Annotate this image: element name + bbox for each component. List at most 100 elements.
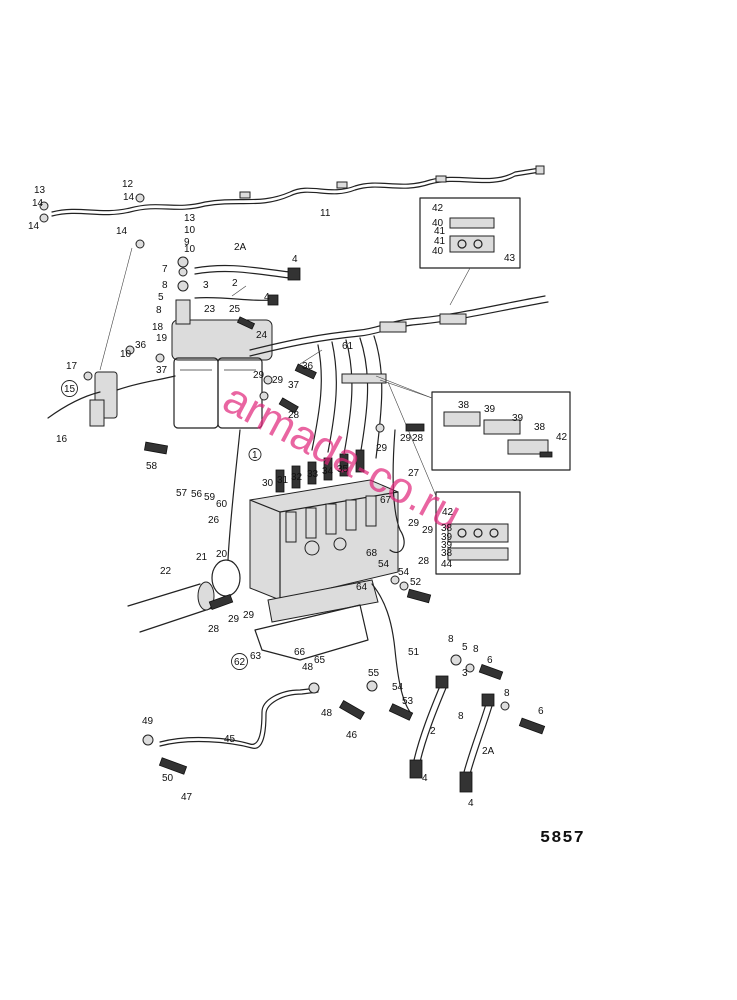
pipe-22 — [127, 559, 241, 633]
part-callout-4: 4 — [422, 773, 428, 784]
part-callout-28: 28 — [288, 410, 300, 421]
part-callout-39: 39 — [484, 404, 496, 415]
part-callout-40: 40 — [432, 246, 444, 257]
part-callout-29: 29 — [422, 525, 434, 536]
fuel-lines-26-27 — [227, 429, 405, 561]
part-callout-11: 11 — [320, 208, 331, 219]
part-callout-63: 63 — [250, 651, 262, 662]
part-callout-4: 4 — [468, 798, 474, 809]
part-callout-17: 17 — [66, 361, 78, 372]
leader-lines — [99, 247, 433, 399]
part-callout-42: 42 — [556, 432, 568, 443]
part-callout-62: 62 — [234, 657, 246, 668]
part-callout-61: 61 — [342, 341, 354, 352]
part-callout-29: 29 — [243, 610, 255, 621]
part-callout-28: 28 — [208, 624, 220, 635]
part-callout-29: 29 — [376, 443, 388, 454]
part-callout-15: 15 — [64, 384, 76, 395]
part-callout-25: 25 — [229, 304, 241, 315]
part-callout-14: 14 — [116, 226, 128, 237]
hand-primer-pump — [47, 371, 176, 427]
part-callout-9: 9 — [184, 237, 190, 248]
part-callout-4: 4 — [292, 254, 298, 265]
part-callout-14: 14 — [28, 221, 40, 232]
part-callout-21: 21 — [196, 552, 208, 563]
part-callout-54: 54 — [398, 567, 410, 578]
part-callout-12: 12 — [122, 179, 134, 190]
part-callout-44: 44 — [441, 559, 453, 570]
part-callout-40: 40 — [432, 218, 444, 229]
part-callout-31: 31 — [277, 475, 289, 486]
part-callout-8: 8 — [448, 634, 454, 645]
part-callout-48: 48 — [321, 708, 333, 719]
part-callout-42: 42 — [432, 203, 444, 214]
part-callout-35: 35 — [337, 464, 349, 475]
part-callout-29: 29 — [408, 518, 420, 529]
part-callout-29: 29 — [228, 614, 240, 625]
part-callout-54: 54 — [392, 682, 404, 693]
fuel-line-51 — [371, 583, 411, 713]
part-callout-38: 38 — [458, 400, 470, 411]
part-callout-16: 16 — [56, 434, 68, 445]
part-callout-50: 50 — [162, 773, 174, 784]
part-callout-41: 41 — [434, 226, 446, 237]
part-callout-38: 38 — [534, 422, 546, 433]
part-callout-39: 39 — [441, 540, 453, 551]
hose-2a-top — [194, 264, 301, 281]
part-callout-37: 37 — [156, 365, 168, 376]
part-callout-39: 39 — [512, 413, 524, 424]
part-callout-56: 56 — [191, 489, 203, 500]
injector-pipe-bundle — [249, 295, 549, 459]
plate-number: 5857 — [540, 829, 585, 848]
part-callout-2: 2 — [430, 726, 436, 737]
part-callout-14: 14 — [32, 198, 44, 209]
part-callout-8: 8 — [504, 688, 510, 699]
part-callout-57: 57 — [176, 488, 188, 499]
part-callout-48: 48 — [302, 662, 314, 673]
part-callout-47: 47 — [181, 792, 193, 803]
callout-circle-15 — [61, 380, 78, 397]
part-callout-54: 54 — [378, 559, 390, 570]
hose-2-bottom — [409, 675, 449, 779]
part-callout-36: 36 — [135, 340, 147, 351]
part-callout-23: 23 — [204, 304, 216, 315]
part-callout-4: 4 — [264, 292, 270, 303]
part-callout-29: 29 — [253, 370, 265, 381]
clamp-detail-box-1 — [419, 197, 521, 306]
part-callout-36: 36 — [302, 361, 314, 372]
part-callout-19: 19 — [156, 333, 168, 344]
part-callout-66: 66 — [294, 647, 306, 658]
fuel-line-45 — [159, 687, 319, 749]
part-callout-38: 38 — [441, 523, 453, 534]
part-callout-6: 6 — [538, 706, 544, 717]
part-callout-46: 46 — [346, 730, 358, 741]
part-callout-33: 33 — [307, 469, 319, 480]
part-callout-3: 3 — [203, 280, 209, 291]
part-callout-28: 28 — [412, 433, 424, 444]
part-callout-45: 45 — [224, 734, 236, 745]
part-callout-58: 58 — [146, 461, 158, 472]
callout-circle-1 — [248, 448, 262, 461]
part-callout-41: 41 — [434, 236, 446, 247]
part-callout-13: 13 — [34, 185, 46, 196]
hose-2-top — [194, 294, 279, 306]
fuel-filter-assembly — [171, 256, 273, 429]
injection-pump — [249, 449, 399, 623]
part-callout-28: 28 — [418, 556, 430, 567]
part-callout-2A: 2A — [482, 746, 495, 757]
part-callout-20: 20 — [216, 549, 228, 560]
part-callout-38: 38 — [441, 548, 453, 559]
part-callout-67: 67 — [380, 495, 392, 506]
part-callout-30: 30 — [262, 478, 274, 489]
part-callout-27: 27 — [408, 468, 420, 479]
part-callout-8: 8 — [156, 305, 162, 316]
part-callout-1: 1 — [252, 450, 258, 461]
part-callout-22: 22 — [160, 566, 172, 577]
part-callout-43: 43 — [504, 253, 516, 264]
part-callout-10: 10 — [120, 349, 132, 360]
part-callout-14: 14 — [123, 192, 135, 203]
part-callout-10: 10 — [184, 244, 196, 255]
part-callout-49: 49 — [142, 716, 154, 727]
